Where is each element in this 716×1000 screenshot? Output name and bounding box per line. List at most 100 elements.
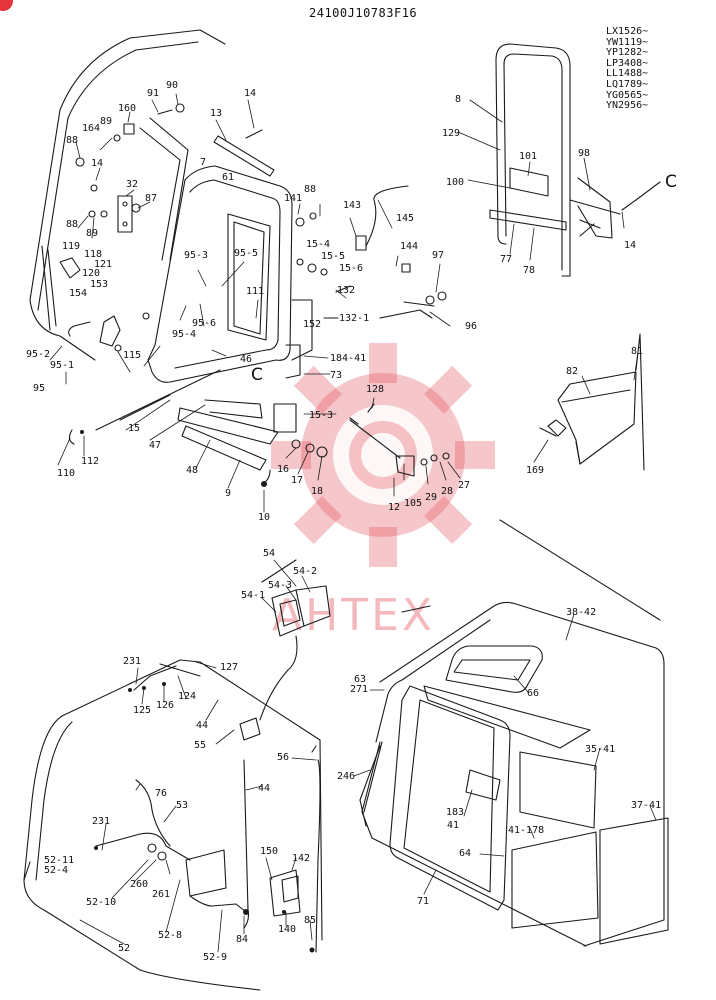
callout-label: 53 (176, 800, 189, 811)
callout-label: 153 (90, 279, 109, 290)
callout-label: 54-3 (268, 580, 293, 591)
callout-label: 73 (330, 370, 343, 381)
callout-label: 112 (81, 456, 100, 467)
callout-label: 91 (147, 88, 160, 99)
callout-label: 41 (447, 820, 460, 831)
callout-label: 32 (126, 179, 139, 190)
callout-label: 97 (432, 250, 445, 261)
callout-label: 143 (343, 200, 362, 211)
door-rails (95, 369, 279, 471)
callout-label: 119 (62, 241, 81, 252)
callout-label: 95-6 (192, 318, 217, 329)
callout-label: 95 (33, 383, 46, 394)
callout-label: 96 (465, 321, 478, 332)
callout-label: 95-2 (26, 349, 51, 360)
callout-label: 82 (566, 366, 579, 377)
callout-label: 115 (123, 350, 142, 361)
callout-label: 88 (66, 219, 79, 230)
callout-label: 54-1 (241, 590, 266, 601)
callout-label: 110 (57, 468, 76, 479)
callout-label: 81 (631, 346, 644, 357)
callout-label: 15-5 (321, 251, 346, 262)
callout-label: 120 (82, 268, 101, 279)
serial-range: LQ1789~ (606, 78, 649, 90)
callout-label: 77 (500, 254, 513, 265)
callout-label: 129 (442, 128, 461, 139)
serial-range: LX1526~ (606, 26, 649, 37)
callout-label: 118 (84, 249, 103, 260)
callout-label: 41-178 (508, 825, 545, 836)
callout-label: 14 (91, 158, 104, 169)
callout-label: 14 (624, 240, 637, 251)
serial-range: YN2956~ (606, 100, 649, 112)
callout-label: 76 (155, 788, 168, 799)
callout-label: 37-41 (631, 800, 662, 811)
callout-label: 261 (152, 889, 171, 900)
callout-label: 88 (66, 135, 79, 146)
hinge-parts-left (59, 103, 275, 445)
callout-label: 9 (225, 488, 232, 499)
callout-label: 54-2 (293, 566, 318, 577)
callout-label: 154 (69, 288, 88, 299)
callout-label: 98 (578, 148, 591, 159)
callout-label: 164 (82, 123, 101, 134)
latch-parts (261, 185, 450, 485)
callout-label: 95-3 (184, 250, 209, 261)
side-cover-plate (499, 333, 661, 621)
callout-label: 142 (292, 853, 311, 864)
callout-label: 125 (133, 705, 152, 716)
callout-label: 44 (258, 783, 271, 794)
callout-label: 88 (304, 184, 317, 195)
callout-label: 140 (278, 924, 297, 935)
callout-label: 10 (258, 512, 271, 523)
callout-label: 8 (455, 94, 462, 105)
callout-label: 128 (366, 384, 385, 395)
serial-range: LL1488~ (606, 68, 649, 80)
callout-label: 105 (404, 498, 423, 509)
callout-label: 124 (178, 691, 197, 702)
callout-label: 84 (236, 934, 249, 945)
fastener-dots (80, 430, 315, 953)
callout-label: 16 (277, 464, 290, 475)
callout-label: 145 (396, 213, 415, 224)
callout-label: 52-10 (86, 897, 117, 908)
callout-label: 127 (220, 662, 239, 673)
callout-label: 29 (425, 492, 438, 503)
serial-range-list: LX1526~ YW1119~ YP1282~ LP3408~ LL1488~ … (606, 26, 649, 112)
callout-label: 132-1 (339, 313, 370, 324)
callout-label: 89 (86, 228, 99, 239)
callout-label: 18 (311, 486, 324, 497)
callout-label: 183 (446, 807, 465, 818)
callout-label: 52-9 (203, 952, 228, 963)
callout-label: 17 (291, 475, 304, 486)
callout-label: 55 (194, 740, 207, 751)
callout-label: 15-4 (306, 239, 331, 250)
callout-label: 35-41 (585, 744, 616, 755)
serial-range: YW1119~ (606, 36, 649, 48)
serial-range: LP3408~ (606, 57, 649, 69)
callout-label: 246 (337, 771, 356, 782)
callout-label: 12 (388, 502, 401, 513)
callout-label: 87 (145, 193, 158, 204)
callout-label: 95-4 (172, 329, 197, 340)
callout-label: 271 (350, 684, 369, 695)
callout-label: 13 (210, 108, 223, 119)
callout-label: 132 (337, 285, 356, 296)
callout-label: 78 (523, 265, 536, 276)
callout-label: 61 (222, 172, 235, 183)
callout-label: 7 (200, 157, 207, 168)
callout-label: 28 (441, 486, 454, 497)
callout-label: 150 (260, 846, 279, 857)
callout-label: 15 (128, 423, 141, 434)
callout-label: 260 (130, 879, 149, 890)
callout-label: 64 (459, 848, 472, 859)
watermark-gear-icon (271, 343, 495, 567)
rear-window-frame (489, 43, 661, 277)
callout-label: 14 (244, 88, 257, 99)
callout-label: 169 (526, 465, 545, 476)
callout-label: 71 (417, 896, 430, 907)
callout-label: 47 (149, 440, 162, 451)
callout-label: 63 (354, 674, 367, 685)
view-letter: C (665, 172, 677, 192)
